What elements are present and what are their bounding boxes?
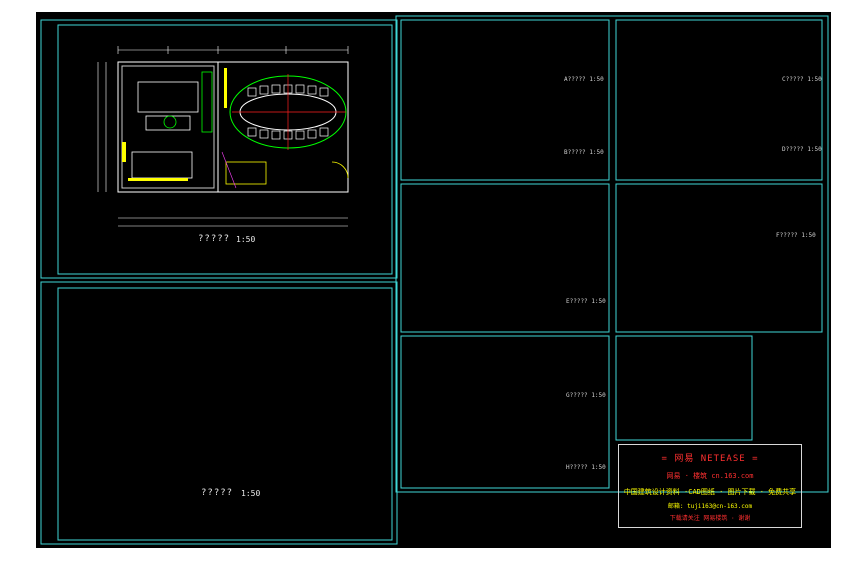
frame-elevation-c <box>400 183 610 333</box>
elevation-g-label: G????? 1:50 <box>566 392 606 399</box>
watermark-box: = 网易 NETEASE = 网易 · 楼筑 cn.163.com 中国建筑设计… <box>618 444 802 528</box>
watermark-site: 网易 · 楼筑 cn.163.com <box>666 472 754 480</box>
ceiling-plan-title: ????? <box>201 488 234 498</box>
elevation-b-label: B????? 1:50 <box>564 149 604 156</box>
cad-drawing-viewport[interactable]: ????? 1:50 ????? 1:50 A????? 1:50 B?????… <box>36 12 831 548</box>
frame-detail <box>615 335 753 441</box>
frame-elevation-b <box>615 19 823 181</box>
frame-floor-plan <box>40 19 398 279</box>
floor-plan-scale: 1:50 <box>236 235 256 244</box>
watermark-contact: 邮箱: tuji163@cn-163.com <box>667 503 753 510</box>
elevation-a-label: A????? 1:50 <box>564 76 604 83</box>
watermark-tagline: 中国建筑设计资料 ·CAD图纸 · 图片下载 · 免费共享 <box>623 488 797 496</box>
elevation-f-label: F????? 1:50 <box>776 232 816 239</box>
watermark-footer: 下载请关注 网易楼筑 · 谢谢 <box>669 515 751 522</box>
frame-floor-plan-inner <box>57 24 393 275</box>
elevation-d-label: D????? 1:50 <box>782 146 822 153</box>
elevation-h-label: H????? 1:50 <box>566 464 606 471</box>
floor-plan-drawing <box>97 46 349 227</box>
floor-plan-title: ????? <box>198 234 231 244</box>
frame-ceiling-plan-inner <box>57 287 393 541</box>
watermark-title: = 网易 NETEASE = <box>661 454 759 464</box>
ceiling-plan-scale: 1:50 <box>241 489 261 498</box>
cad-drawing <box>40 15 829 545</box>
elevation-c-label: C????? 1:50 <box>782 76 822 83</box>
elevation-e-label: E????? 1:50 <box>566 298 606 305</box>
sheet-frames <box>40 15 829 545</box>
frame-elevation-a <box>400 19 610 181</box>
frame-elevation-e <box>400 335 610 489</box>
frame-elevation-d <box>615 183 823 333</box>
frame-ceiling-plan <box>40 281 398 545</box>
